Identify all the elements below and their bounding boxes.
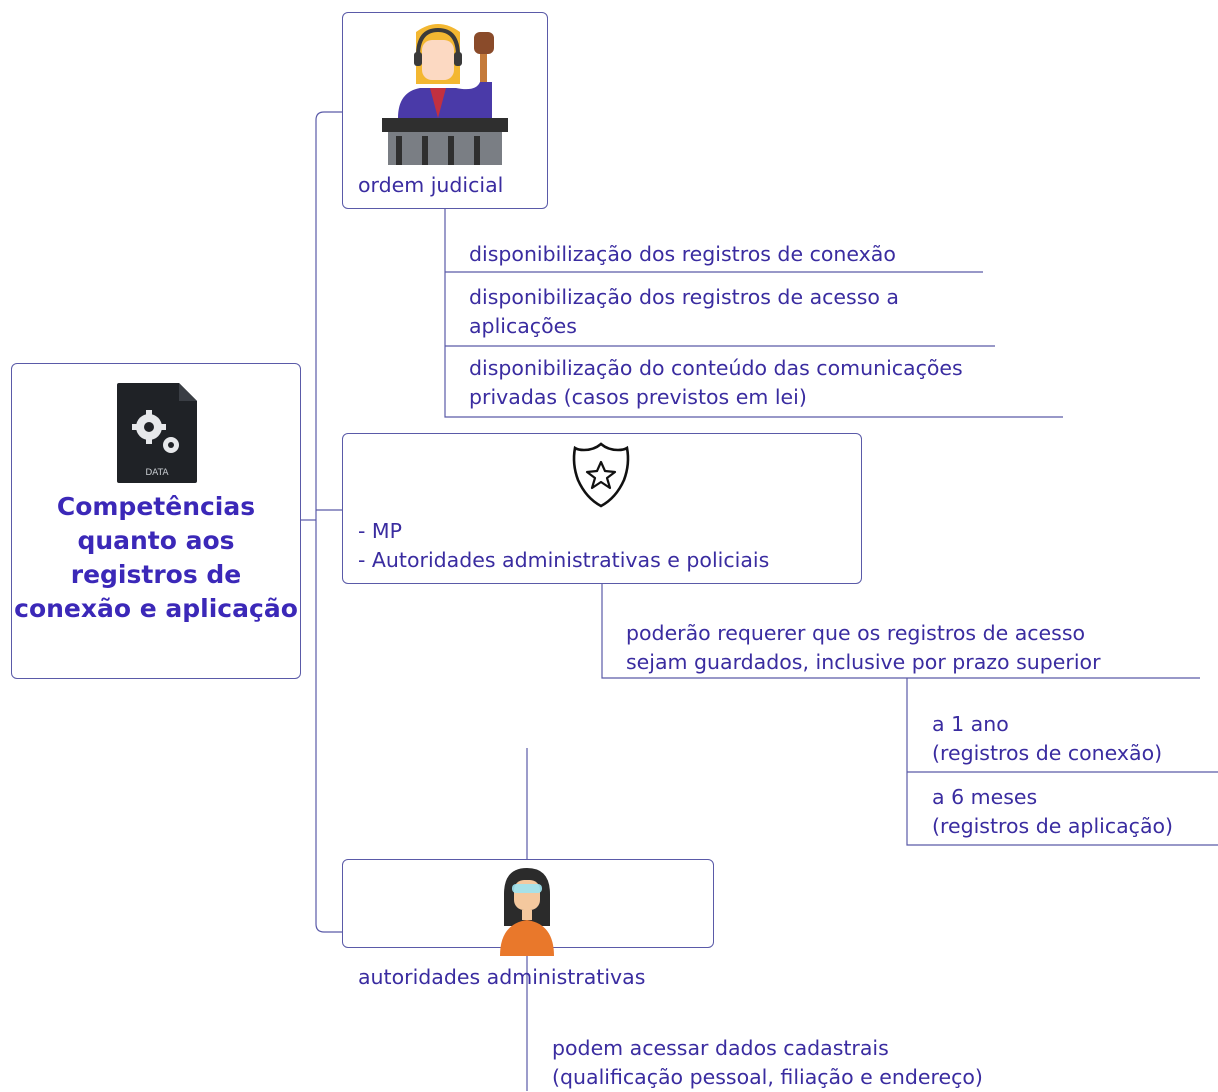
data-label: DATA bbox=[145, 468, 169, 478]
subtopic-6-meses[interactable]: a 6 meses (registros de aplicação) bbox=[932, 783, 1173, 841]
subtopic-line: disponibilização do conteúdo das comunic… bbox=[469, 356, 963, 380]
topic-label-ordem-judicial: ordem judicial bbox=[358, 173, 504, 197]
subtopic-conteudo-comunicacoes[interactable]: disponibilização do conteúdo das comunic… bbox=[469, 354, 963, 412]
subtopic-line: sejam guardados, inclusive por prazo sup… bbox=[626, 650, 1101, 674]
subtopic-line: poderão requerer que os registros de ace… bbox=[626, 621, 1086, 645]
subtopic-dados-cadastrais[interactable]: podem acessar dados cadastrais (qualific… bbox=[552, 1034, 983, 1092]
subtopic-line: privadas (casos previstos em lei) bbox=[469, 385, 807, 409]
subtopic-line: a 6 meses bbox=[932, 785, 1038, 809]
topic-line: - Autoridades administrativas e policiai… bbox=[358, 548, 770, 572]
topic-label-autoridades-administrativas: autoridades administrativas bbox=[358, 965, 646, 989]
topic-label-mp-autoridades: - MP - Autoridades administrativas e pol… bbox=[358, 517, 769, 575]
topic-mp-autoridades[interactable] bbox=[342, 433, 862, 584]
subtopic-conexao[interactable]: disponibilização dos registros de conexã… bbox=[469, 242, 896, 266]
subtopic-line: aplicações bbox=[469, 314, 577, 338]
topic-line: - MP bbox=[358, 519, 402, 543]
subtopic-line: disponibilização dos registros de acesso… bbox=[469, 285, 899, 309]
subtopic-line: podem acessar dados cadastrais bbox=[552, 1036, 889, 1060]
data-file-gears-icon: DATA bbox=[117, 383, 197, 483]
subtopic-acesso-aplicacoes[interactable]: disponibilização dos registros de acesso… bbox=[469, 283, 899, 341]
woman-avatar-icon bbox=[500, 868, 554, 956]
subtopic-line: (qualificação pessoal, filiação e endere… bbox=[552, 1065, 983, 1089]
subtopic-line: (registros de aplicação) bbox=[932, 814, 1174, 838]
judge-with-gavel-icon bbox=[382, 24, 508, 165]
subtopic-line: (registros de conexão) bbox=[932, 741, 1163, 765]
subtopic-1-ano[interactable]: a 1 ano (registros de conexão) bbox=[932, 710, 1162, 768]
subtopic-poderao-requerer[interactable]: poderão requerer que os registros de ace… bbox=[626, 619, 1101, 677]
police-badge-star-icon bbox=[572, 442, 630, 508]
subtopic-line: a 1 ano bbox=[932, 712, 1009, 736]
central-topic-title: Competências quanto aos registros de con… bbox=[14, 492, 298, 623]
